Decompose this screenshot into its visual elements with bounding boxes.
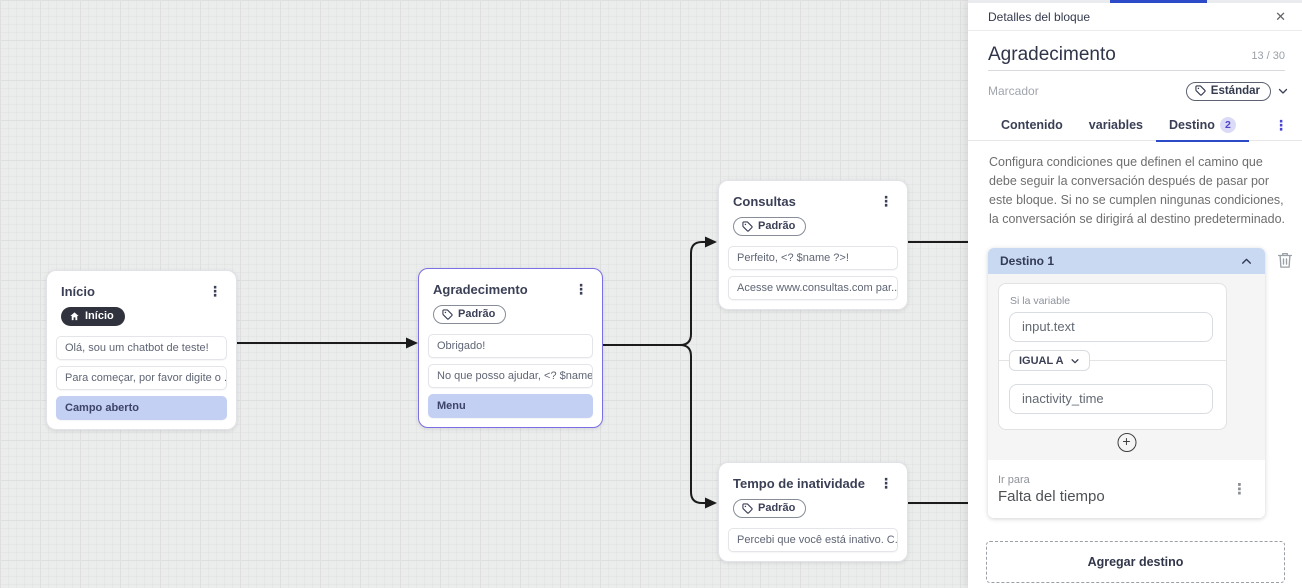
add-condition-icon[interactable]: +	[1117, 433, 1136, 452]
node-menu-icon[interactable]: ⋮	[879, 193, 893, 209]
tag-icon	[1195, 85, 1206, 96]
chevron-down-icon	[1071, 358, 1079, 363]
block-name[interactable]: Agradecimento	[988, 44, 1116, 65]
estandar-tag-pill[interactable]: Estándar	[1185, 81, 1271, 101]
message-row[interactable]: No que posso ajudar, <? $name ...	[428, 363, 593, 388]
inicio-badge: Início	[61, 307, 125, 326]
trash-icon[interactable]	[1276, 250, 1294, 270]
top-strip	[968, 0, 1302, 3]
chevron-up-icon[interactable]	[1240, 255, 1253, 268]
condition-card: Si la variable input.text IGUAL A inacti…	[998, 283, 1227, 430]
message-row[interactable]: Percebi que você está inativo. C...	[728, 527, 898, 552]
goto-label: Ir para	[998, 473, 1030, 486]
message-row[interactable]: Para começar, por favor digite o ...	[56, 365, 227, 390]
operator-dropdown[interactable]: IGUAL A	[1009, 350, 1090, 371]
panel-title: Detalles del bloque	[988, 9, 1091, 24]
destino-card: Destino 1 Si la variable input.text IGUA…	[988, 248, 1265, 518]
node-agradecimento[interactable]: Agradecimento ⋮ Padrão Obrigado! No que …	[418, 268, 603, 428]
destino-card-header[interactable]: Destino 1	[988, 248, 1265, 274]
message-row[interactable]: Acesse www.consultas.com par...	[728, 275, 898, 300]
block-details-panel: Detalles del bloque ✕ Agradecimento 13 /…	[968, 0, 1302, 588]
home-icon	[70, 311, 79, 320]
char-counter: 13 / 30	[1251, 50, 1285, 62]
node-title: Tempo de inatividade	[733, 476, 865, 491]
value-input[interactable]: inactivity_time	[1009, 384, 1213, 414]
block-name-field[interactable]: Agradecimento 13 / 30	[988, 42, 1285, 71]
tag-icon	[742, 502, 753, 514]
chevron-down-icon[interactable]	[1277, 85, 1289, 97]
marcador-label: Marcador	[988, 84, 1039, 98]
open-field-row[interactable]: Campo aberto	[56, 395, 227, 420]
variable-input[interactable]: input.text	[1009, 312, 1213, 342]
message-row[interactable]: Obrigado!	[428, 333, 593, 358]
message-row[interactable]: Perfeito, <? $name ?>!	[728, 245, 898, 270]
node-menu-icon[interactable]: ⋮	[208, 283, 222, 299]
tab-contenido[interactable]: Contenido	[1001, 118, 1063, 132]
goto-value[interactable]: Falta del tiempo	[998, 487, 1105, 505]
node-title: Agradecimento	[433, 282, 528, 297]
node-menu-icon[interactable]: ⋮	[574, 281, 588, 297]
tabs-menu-icon[interactable]: ⋮	[1274, 117, 1288, 133]
goto-menu-icon[interactable]: ⋮	[1232, 480, 1247, 498]
divider	[999, 360, 1226, 361]
goto-section[interactable]: Ir para Falta del tiempo ⋮	[988, 460, 1265, 518]
node-title: Consultas	[733, 194, 796, 209]
message-row[interactable]: Olá, sou um chatbot de teste!	[56, 335, 227, 360]
destino-description: Configura condiciones que definen el cam…	[989, 155, 1285, 226]
condition-label: Si la variable	[1010, 295, 1071, 307]
flow-edges	[237, 236, 968, 509]
add-destination-button[interactable]: Agregar destino	[986, 541, 1285, 583]
tab-destino[interactable]: Destino 2	[1156, 110, 1249, 142]
destino-count-badge: 2	[1219, 117, 1236, 133]
close-icon[interactable]: ✕	[1275, 8, 1286, 24]
padrao-badge: Padrão	[433, 305, 507, 324]
padrao-badge: Padrão	[733, 499, 807, 518]
node-title: Início	[61, 284, 95, 299]
node-inicio[interactable]: Início ⋮ Início Olá, sou um chatbot de t…	[46, 270, 237, 430]
tab-variables[interactable]: variables	[1088, 118, 1144, 132]
node-tempo-inatividade[interactable]: Tempo de inatividade ⋮ Padrão Percebi qu…	[718, 462, 908, 562]
padrao-badge: Padrão	[733, 217, 807, 236]
menu-row[interactable]: Menu	[428, 393, 593, 418]
tag-icon	[442, 308, 453, 320]
top-tab-indicator	[1110, 0, 1207, 3]
node-menu-icon[interactable]: ⋮	[879, 475, 893, 491]
node-consultas[interactable]: Consultas ⋮ Padrão Perfeito, <? $name ?>…	[718, 180, 908, 310]
tag-icon	[742, 220, 753, 232]
